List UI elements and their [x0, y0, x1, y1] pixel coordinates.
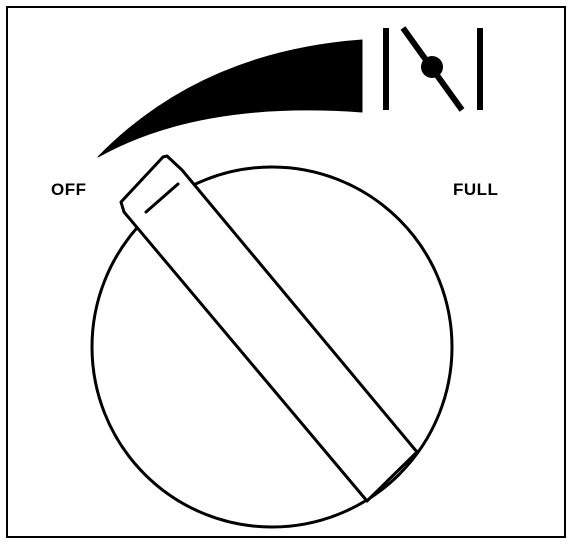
full-label: FULL: [453, 181, 498, 198]
off-label: OFF: [51, 181, 87, 198]
increasing-wedge-icon: [98, 40, 362, 157]
throttle-valve-icon: [386, 28, 480, 110]
